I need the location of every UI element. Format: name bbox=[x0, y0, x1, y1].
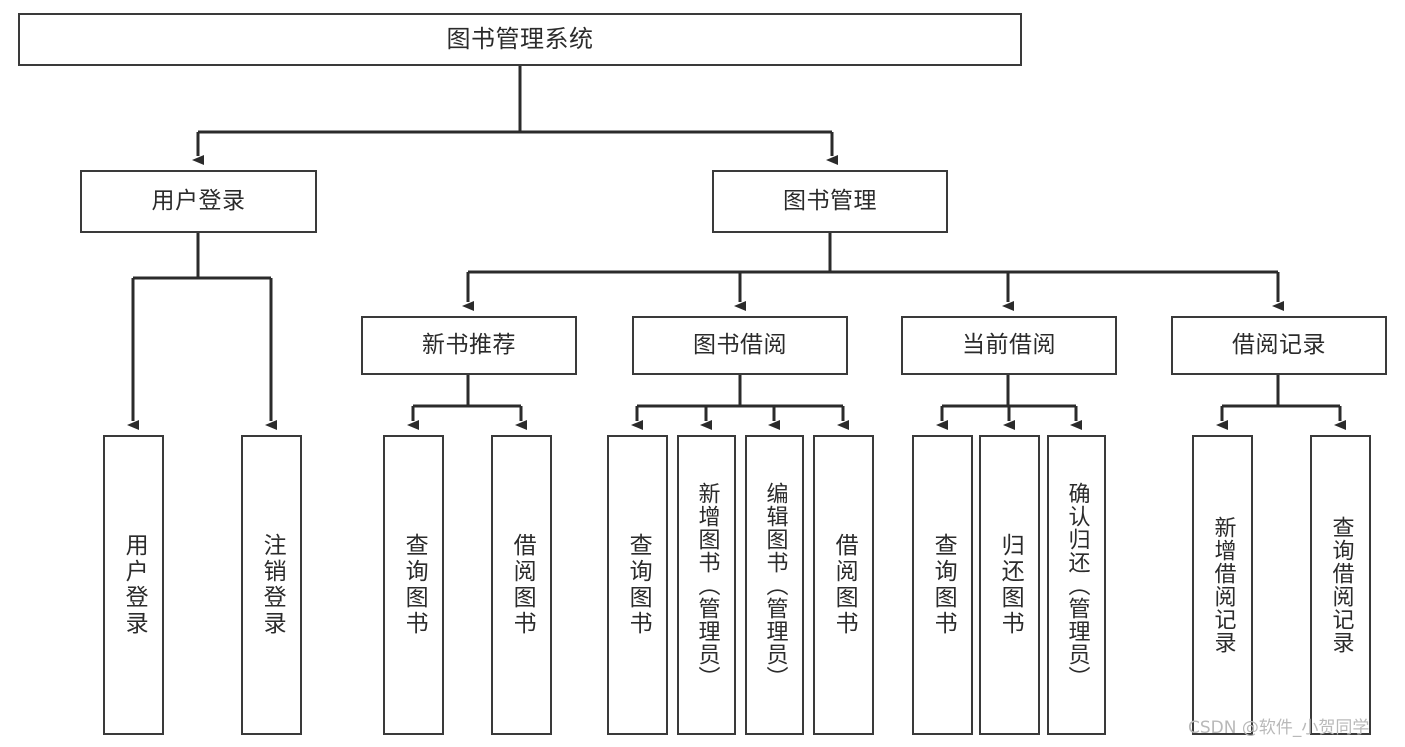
node-leaf-return-book-label: 归还图书 bbox=[997, 533, 1024, 637]
node-leaf-add-record-label: 新增借阅记录 bbox=[1210, 516, 1236, 654]
node-new-book-recommend[interactable]: 新书推荐 bbox=[361, 316, 577, 375]
node-leaf-return-book[interactable]: 归还图书 bbox=[979, 435, 1040, 735]
node-leaf-add-book[interactable]: 新增图书（管理员） bbox=[677, 435, 736, 735]
node-leaf-query-book-1-label: 查询图书 bbox=[401, 533, 428, 637]
node-root[interactable]: 图书管理系统 bbox=[18, 13, 1022, 66]
node-leaf-user-login[interactable]: 用户登录 bbox=[103, 435, 164, 735]
node-book-management[interactable]: 图书管理 bbox=[712, 170, 948, 233]
node-leaf-query-book-2[interactable]: 查询图书 bbox=[607, 435, 668, 735]
node-leaf-borrow-book-2-label: 借阅图书 bbox=[831, 533, 858, 637]
node-leaf-borrow-book-1[interactable]: 借阅图书 bbox=[491, 435, 552, 735]
node-book-borrow[interactable]: 图书借阅 bbox=[632, 316, 848, 375]
node-borrow-record-label: 借阅记录 bbox=[1232, 332, 1326, 359]
node-leaf-query-record[interactable]: 查询借阅记录 bbox=[1310, 435, 1371, 735]
node-leaf-borrow-book-1-label: 借阅图书 bbox=[509, 533, 536, 637]
node-user-login-label: 用户登录 bbox=[151, 188, 246, 215]
node-book-management-label: 图书管理 bbox=[783, 188, 877, 215]
node-leaf-query-record-label: 查询借阅记录 bbox=[1328, 516, 1354, 654]
watermark: CSDN @软件_小贺同学 bbox=[1188, 718, 1370, 738]
node-borrow-record[interactable]: 借阅记录 bbox=[1171, 316, 1387, 375]
node-leaf-user-logout-label: 注销登录 bbox=[259, 533, 286, 637]
node-book-borrow-label: 图书借阅 bbox=[693, 332, 787, 359]
node-leaf-add-record[interactable]: 新增借阅记录 bbox=[1192, 435, 1253, 735]
node-current-borrow[interactable]: 当前借阅 bbox=[901, 316, 1117, 375]
node-leaf-user-login-label: 用户登录 bbox=[121, 533, 148, 637]
node-leaf-user-logout[interactable]: 注销登录 bbox=[241, 435, 302, 735]
node-leaf-add-book-label: 新增图书（管理员） bbox=[694, 481, 720, 689]
node-leaf-edit-book-label: 编辑图书（管理员） bbox=[762, 481, 788, 689]
node-current-borrow-label: 当前借阅 bbox=[962, 332, 1056, 359]
node-leaf-confirm-return[interactable]: 确认归还（管理员） bbox=[1047, 435, 1106, 735]
node-leaf-edit-book[interactable]: 编辑图书（管理员） bbox=[745, 435, 804, 735]
node-leaf-borrow-book-2[interactable]: 借阅图书 bbox=[813, 435, 874, 735]
node-new-book-recommend-label: 新书推荐 bbox=[422, 332, 516, 359]
node-leaf-query-book-3-label: 查询图书 bbox=[930, 533, 957, 637]
node-leaf-query-book-1[interactable]: 查询图书 bbox=[383, 435, 444, 735]
node-leaf-query-book-2-label: 查询图书 bbox=[625, 533, 652, 637]
node-root-label: 图书管理系统 bbox=[446, 24, 594, 53]
node-user-login[interactable]: 用户登录 bbox=[80, 170, 317, 233]
node-leaf-confirm-return-label: 确认归还（管理员） bbox=[1064, 481, 1090, 689]
node-leaf-query-book-3[interactable]: 查询图书 bbox=[912, 435, 973, 735]
